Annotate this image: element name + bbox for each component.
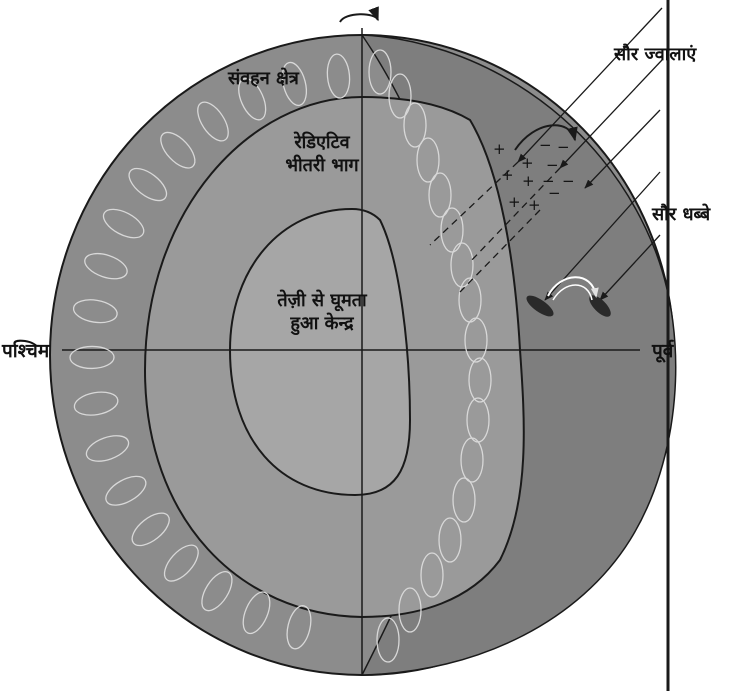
solar-flares-label: सौर ज्वालाएं (614, 44, 696, 67)
minus-sign: − (548, 184, 561, 202)
sunspots-label: सौर धब्बे (652, 204, 710, 227)
west-label: पश्चिम (2, 340, 49, 364)
east-label: पूर्व (652, 340, 673, 364)
plus-sign: + (521, 154, 534, 172)
radiative-zone-label-line1: रेडिएटिव (272, 132, 372, 155)
plus-sign: + (522, 172, 535, 190)
radiative-zone-label: रेडिएटिव भीतरी भाग (272, 132, 372, 177)
core-label: तेज़ी से घूमता हुआ केन्द्र (252, 290, 392, 335)
plus-sign: + (501, 166, 514, 184)
minus-sign: − (557, 138, 570, 156)
rotation-arrow-icon (340, 14, 378, 22)
plus-sign: + (528, 196, 541, 214)
core-label-line1: तेज़ी से घूमता (252, 290, 392, 313)
plus-sign: + (493, 140, 506, 158)
minus-sign: − (539, 136, 552, 154)
radiative-zone-label-line2: भीतरी भाग (272, 155, 372, 178)
flare-ray (560, 60, 662, 168)
minus-sign: − (562, 172, 575, 190)
core-label-line2: हुआ केन्द्र (252, 313, 392, 336)
plus-sign: + (508, 193, 521, 211)
convection-zone-label: संवहन क्षेत्र (228, 68, 299, 91)
